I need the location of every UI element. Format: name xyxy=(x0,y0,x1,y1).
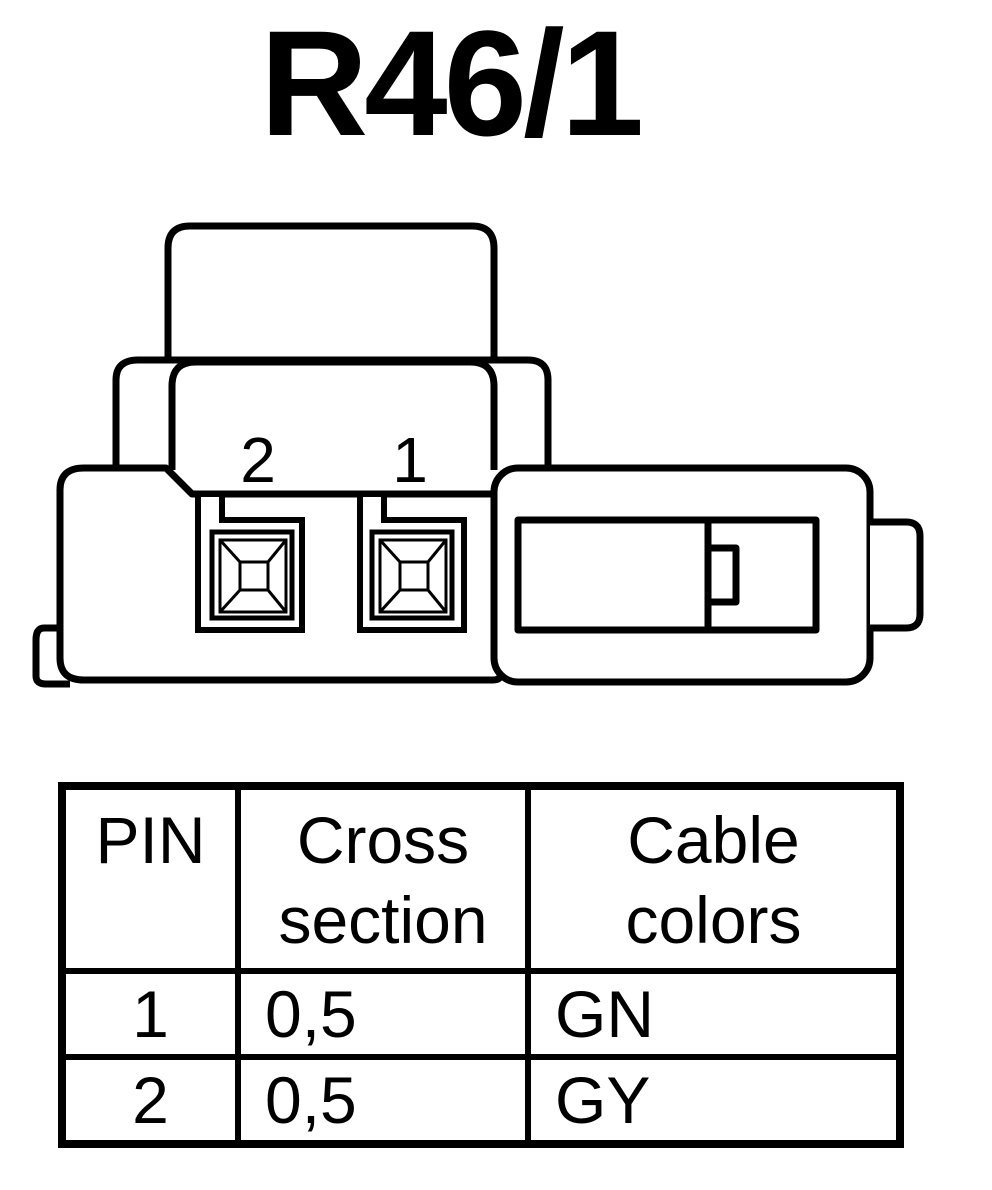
latch-tooth xyxy=(704,544,740,606)
connector-right-tab xyxy=(870,518,924,632)
header-pin-label: PIN xyxy=(95,803,206,877)
pin-2-cavity xyxy=(195,491,305,633)
row-1-cross-section: 0,5 xyxy=(235,968,531,1060)
pin-label-2: 2 xyxy=(240,424,276,496)
row-2-pin: 2 xyxy=(59,1054,241,1147)
header-cable-colors-line2: colors xyxy=(625,883,802,957)
row-2-cross-section: 0,5 xyxy=(235,1054,531,1147)
header-cross-section-line2: section xyxy=(278,883,488,957)
header-cross-section: Cross section xyxy=(235,783,531,974)
table-header-row: PIN Cross section Cable colors xyxy=(59,783,903,974)
pin-table: PIN Cross section Cable colors 1 0,5 GN … xyxy=(58,782,904,1148)
row-2-color: GY xyxy=(525,1054,903,1147)
latch-window xyxy=(514,516,820,634)
pin-label-1: 1 xyxy=(392,424,428,496)
connector-diagram: 2 1 xyxy=(32,222,924,688)
header-pin: PIN xyxy=(59,783,241,974)
table-row: 1 0,5 GN xyxy=(59,968,903,1060)
table-row: 2 0,5 GY xyxy=(59,1054,903,1147)
pin-1-cavity xyxy=(357,491,467,633)
row-1-pin: 1 xyxy=(59,968,241,1060)
connector-inner-cover xyxy=(168,358,498,470)
header-cable-colors: Cable colors xyxy=(525,783,903,974)
header-cross-section-line1: Cross xyxy=(296,803,470,877)
connector-title: R46/1 xyxy=(259,0,644,167)
row-1-color: GN xyxy=(525,968,903,1060)
header-cable-colors-line1: Cable xyxy=(627,803,800,877)
